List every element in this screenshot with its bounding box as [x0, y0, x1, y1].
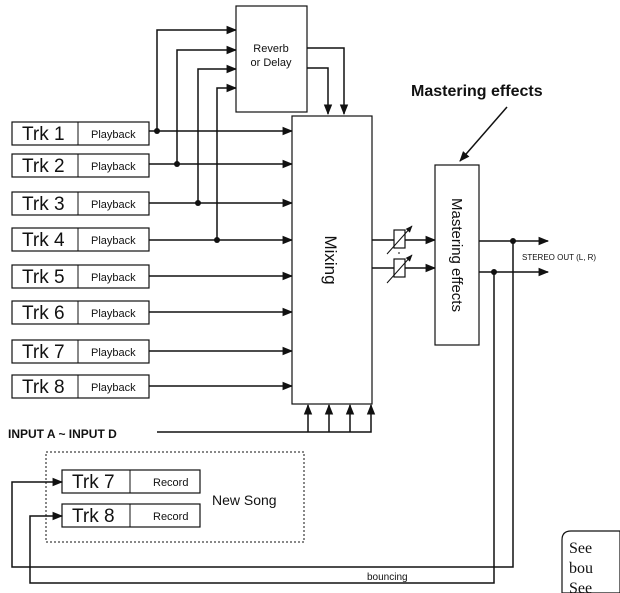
- note-frame: [561, 530, 620, 593]
- effect-return-lines: [307, 47, 349, 116]
- mixing-box: [291, 115, 373, 405]
- track-box: [11, 121, 150, 146]
- bouncing-loop: bouncing: [11, 241, 514, 584]
- effect-send-lines: [154, 25, 238, 243]
- input-label: INPUT A ~ INPUT D: [8, 427, 117, 441]
- track-name: Trk 6: [22, 303, 65, 324]
- note-line-1: See: [569, 540, 592, 557]
- stereo-out-label: STEREO OUT (L, R): [522, 253, 596, 262]
- mastering-title: Mastering effects: [411, 83, 543, 100]
- track-name: Trk 8: [22, 377, 65, 398]
- mixer-output-faders: [372, 225, 437, 284]
- track-row-5: Trk 5 Playback: [11, 264, 150, 289]
- record-track-8: Trk 8 Record: [61, 503, 201, 528]
- track-row-1: Trk 1 Playback: [11, 121, 150, 146]
- record-track-name: Trk 7: [72, 472, 115, 493]
- reverb-label: Reverb: [253, 43, 288, 55]
- track-name: Trk 2: [22, 156, 65, 177]
- input-block: INPUT A ~ INPUT D: [8, 403, 376, 441]
- new-song-label: New Song: [212, 492, 277, 508]
- mastering-block: Mastering effects: [434, 164, 480, 346]
- track-name: Trk 3: [22, 194, 65, 215]
- reverb-box: [235, 5, 308, 113]
- track-mode: Playback: [91, 161, 136, 173]
- track-name: Trk 7: [22, 342, 65, 363]
- track-name: Trk 5: [22, 267, 65, 288]
- track-signal-lines: [149, 126, 294, 391]
- track-mode: Playback: [91, 382, 136, 394]
- mixing-label: Mixing: [321, 235, 340, 284]
- track-mode: Playback: [91, 272, 136, 284]
- track-mode: Playback: [91, 347, 136, 359]
- stereo-output-lines: STEREO OUT (L, R): [479, 236, 596, 277]
- record-track-mode: Record: [153, 511, 188, 523]
- record-track-mode: Record: [153, 477, 188, 489]
- fader-right: [393, 258, 406, 278]
- new-song-frame: [45, 451, 305, 543]
- track-row-2: Trk 2 Playback: [11, 153, 150, 178]
- track-box: [11, 153, 150, 178]
- track-row-6: Trk 6 Playback: [11, 300, 150, 325]
- mixing-block: Mixing: [291, 115, 373, 405]
- mastering-box: [434, 164, 480, 346]
- track-mode: Playback: [91, 235, 136, 247]
- bouncing-label: bouncing: [367, 572, 408, 583]
- track-mode: Playback: [91, 129, 136, 141]
- reverb-label-2: or Delay: [251, 57, 292, 69]
- record-track-name: Trk 8: [72, 506, 115, 527]
- reverb-delay-block: Reverb or Delay: [235, 5, 308, 113]
- fader-left: [393, 229, 406, 249]
- mastering-callout: Mastering effects: [411, 83, 543, 162]
- mastering-box-label: Mastering effects: [448, 198, 465, 312]
- track-row-4: Trk 4 Playback: [11, 227, 150, 252]
- track-mode: Playback: [91, 199, 136, 211]
- note-line-2: bou: [569, 560, 593, 577]
- note-box: See bou See: [561, 530, 620, 593]
- note-line-3: See: [569, 580, 592, 593]
- record-track-7: Trk 7 Record: [61, 469, 201, 494]
- track-row-7: Trk 7 Playback: [11, 339, 150, 364]
- track-mode: Playback: [91, 308, 136, 320]
- track-name: Trk 1: [22, 124, 65, 145]
- track-row-3: Trk 3 Playback: [11, 191, 150, 216]
- new-song-section: Trk 7 Record Trk 8 Record New Song: [45, 451, 305, 543]
- track-name: Trk 4: [22, 230, 65, 251]
- track-row-8: Trk 8 Playback: [11, 374, 150, 399]
